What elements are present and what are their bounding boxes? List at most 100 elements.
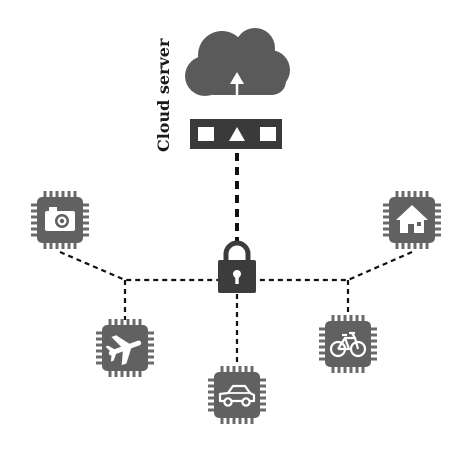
chip-pin	[43, 242, 47, 249]
chip-pin	[82, 215, 89, 219]
chip-pin	[419, 242, 423, 249]
chip-pin	[383, 215, 390, 219]
chip-pin	[331, 366, 335, 373]
cloud-icon	[185, 28, 290, 96]
bicycle-icon	[329, 331, 367, 358]
chip-pin	[319, 351, 326, 355]
chip-pin	[208, 378, 215, 382]
chip-pin	[114, 370, 118, 377]
chip-pin	[425, 191, 429, 198]
chip-pin	[383, 209, 390, 213]
chip-pin	[220, 417, 224, 424]
chip-pin	[96, 337, 103, 341]
chip-pin	[43, 191, 47, 198]
chip-pin	[319, 339, 326, 343]
chip-pin	[96, 343, 103, 347]
chip-pin	[401, 242, 405, 249]
chip-pin	[132, 370, 136, 377]
chip-pin	[370, 333, 377, 337]
chip-pin	[319, 357, 326, 361]
chip-pin	[82, 209, 89, 213]
chip-pin	[319, 327, 326, 331]
chip-pin	[434, 203, 441, 207]
chip-pin	[226, 366, 230, 373]
chip-pin	[147, 349, 154, 353]
chip-pin	[419, 191, 423, 198]
chip-pin	[108, 319, 112, 326]
chip-pin	[220, 366, 224, 373]
chip-pin	[343, 366, 347, 373]
chip-pin	[259, 396, 266, 400]
chip-pin	[407, 242, 411, 249]
chip-pin	[383, 221, 390, 225]
chip-pin	[138, 319, 142, 326]
chip-pins	[319, 315, 377, 373]
chip-pin	[337, 366, 341, 373]
chip-pin	[361, 366, 365, 373]
chip-pin	[61, 242, 65, 249]
chip-pin	[259, 408, 266, 412]
device-chip-car	[208, 366, 266, 424]
chip-pin	[425, 242, 429, 249]
link-camera	[59, 250, 222, 282]
chip-pin	[49, 242, 53, 249]
chip-pin	[208, 408, 215, 412]
chip-pin	[147, 331, 154, 335]
chip-pin	[49, 191, 53, 198]
chip-pin	[82, 233, 89, 237]
chip-pin	[349, 315, 353, 322]
chip-pin	[259, 390, 266, 394]
chip-pin	[31, 209, 38, 213]
chip-pin	[238, 417, 242, 424]
chip-pin	[383, 233, 390, 237]
chip-pin	[370, 339, 377, 343]
chip-pin	[413, 191, 417, 198]
chip-pin	[434, 221, 441, 225]
device-chip-bicycle	[319, 315, 377, 373]
chip-pin	[126, 319, 130, 326]
chip-pin	[355, 366, 359, 373]
chip-pin	[226, 417, 230, 424]
chip-pins	[31, 191, 89, 249]
chip-pin	[250, 417, 254, 424]
chip-pin	[401, 191, 405, 198]
chip-pin	[73, 242, 77, 249]
device-chip-camera	[31, 191, 89, 249]
chip-pin	[96, 361, 103, 365]
up-arrow-icon	[230, 72, 244, 120]
gateway-box-icon	[190, 119, 282, 149]
chip-pin	[259, 402, 266, 406]
chip-pin	[238, 366, 242, 373]
chip-pin	[147, 361, 154, 365]
chip-pin	[96, 349, 103, 353]
chip-pin	[319, 333, 326, 337]
chip-pin	[31, 215, 38, 219]
chip-pin	[259, 378, 266, 382]
chip-pin	[337, 315, 341, 322]
chip-pin	[96, 355, 103, 359]
chip-pin	[147, 337, 154, 341]
chip-pin	[31, 227, 38, 231]
chip-pin	[434, 209, 441, 213]
camera-icon	[45, 207, 75, 231]
chip-pin	[208, 384, 215, 388]
chip-pin	[147, 343, 154, 347]
chip-pin	[31, 233, 38, 237]
chip-pin	[395, 242, 399, 249]
chip-pin	[395, 191, 399, 198]
chip-pin	[259, 384, 266, 388]
chip-pin	[370, 345, 377, 349]
chip-pin	[208, 390, 215, 394]
chip-pin	[126, 370, 130, 377]
chip-pin	[120, 370, 124, 377]
chip-pin	[370, 327, 377, 331]
chip-pin	[55, 191, 59, 198]
chip-pin	[114, 319, 118, 326]
chip-pin	[138, 370, 142, 377]
chip-pin	[361, 315, 365, 322]
chip-pin	[82, 227, 89, 231]
chip-pin	[407, 191, 411, 198]
chip-pin	[82, 203, 89, 207]
chip-pin	[250, 366, 254, 373]
